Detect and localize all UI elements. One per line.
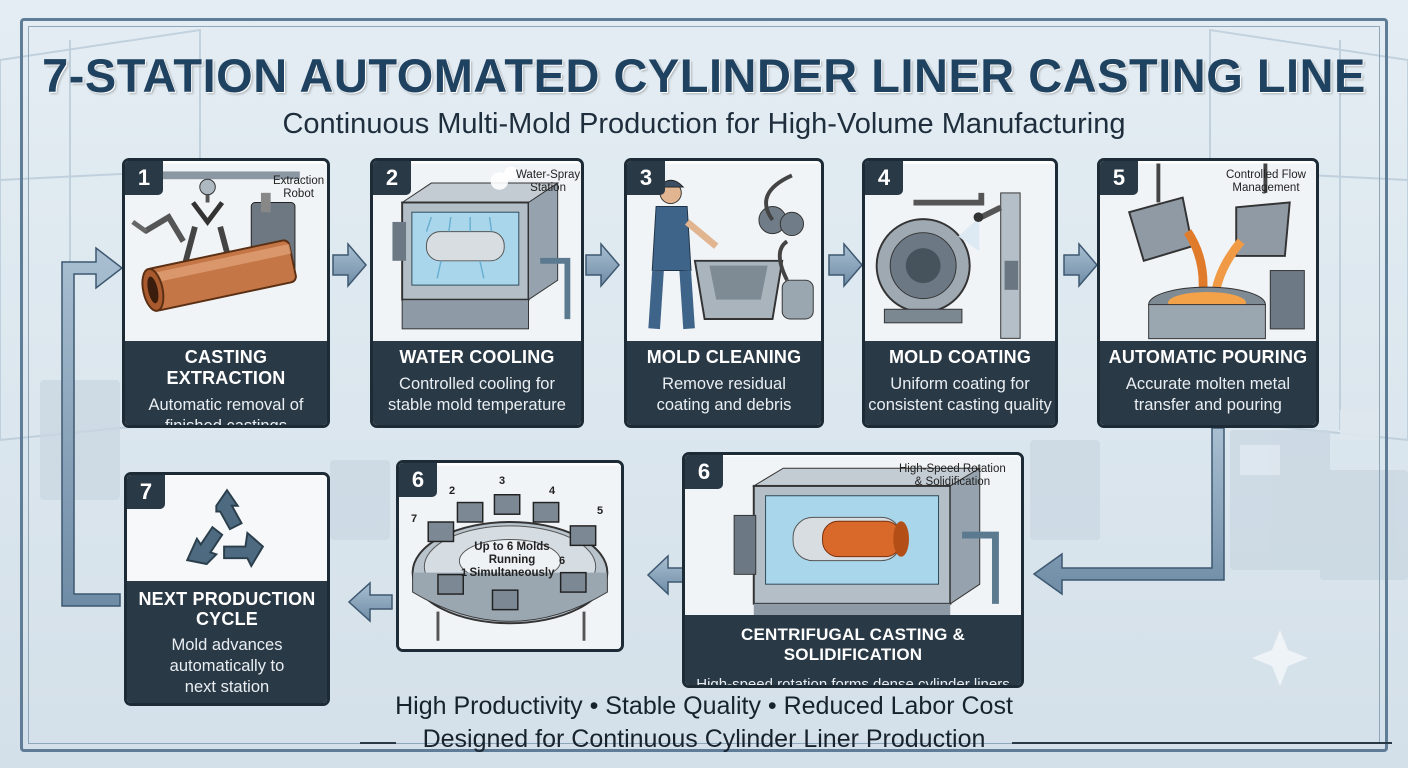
station-desc-line: High-speed rotation forms dense cylinder… — [685, 674, 1021, 688]
station-title: CENTRIFUGAL CASTING & SOLIDIFICATION — [685, 625, 1021, 665]
arrow-5-6 — [1034, 428, 1224, 594]
station-number: 6 — [685, 455, 723, 489]
station-desc-line: transfer and pouring — [1100, 395, 1316, 416]
footer-tagline: Designed for Continuous Cylinder Liner P… — [0, 725, 1408, 754]
station-footer: MOLD COATING Uniform coating for consist… — [865, 341, 1055, 425]
station-number: 3 — [627, 161, 665, 195]
station-footer: CASTING EXTRACTION Automatic removal of … — [125, 341, 327, 425]
mold-position-label: 7 — [411, 513, 417, 526]
station-title: NEXT PRODUCTION — [127, 589, 327, 609]
arrow-7-1 — [62, 248, 122, 606]
station-desc-line: Mold advances — [127, 635, 327, 656]
callout-label: High-Speed Rotation& Solidification — [899, 463, 1006, 489]
station-card-6: 6 High-Speed Rotation& Solidification CE… — [682, 452, 1024, 688]
station-footer: NEXT PRODUCTION CYCLE Mold advances auto… — [127, 581, 327, 703]
station-title: CYCLE — [127, 609, 327, 629]
station-desc-line: Uniform coating for — [865, 374, 1055, 395]
station-desc-line: consistent casting quality — [865, 395, 1055, 416]
carousel-card: 6 Up to 6 Molds Running Simultaneously 7… — [396, 460, 624, 652]
station-title: MOLD COATING — [865, 347, 1055, 368]
arrow-4-5 — [1064, 244, 1097, 286]
mold-position-label: 2 — [449, 485, 455, 498]
arrow-1-2 — [333, 244, 366, 286]
mold-position-label: 5 — [597, 505, 603, 518]
station-card-7: 7 NEXT PRODUCTION CYCLE Mold advances au… — [124, 472, 330, 706]
station-number: 5 — [1100, 161, 1138, 195]
station-desc-line: Remove residual — [627, 374, 821, 395]
arrow-2-3 — [586, 244, 619, 286]
footer-divider-right — [1012, 742, 1392, 744]
station-footer: AUTOMATIC POURING Accurate molten metal … — [1100, 341, 1316, 425]
station-desc-line: Automatic removal of — [125, 395, 327, 416]
mold-position-label: 4 — [549, 485, 555, 498]
mold-position-label: 3 — [499, 475, 505, 488]
arrow-3-4 — [829, 244, 862, 286]
station-title: WATER COOLING — [373, 347, 581, 368]
station-title: CASTING EXTRACTION — [125, 347, 327, 389]
station-desc-line: automatically to — [127, 656, 327, 677]
carousel-center-label: Up to 6 Molds Running Simultaneously — [457, 541, 567, 580]
station-desc-line: finished castings — [125, 416, 327, 428]
station-number: 4 — [865, 161, 903, 195]
station-desc-line: stable mold temperature — [373, 395, 581, 416]
station-number: 2 — [373, 161, 411, 195]
station-footer: CENTRIFUGAL CASTING & SOLIDIFICATION Hig… — [685, 615, 1021, 685]
station-card-3: 3 MOLD CLEANING Remove residual coating … — [624, 158, 824, 428]
station-desc-line: coating and debris — [627, 395, 821, 416]
footer-benefits: High Productivity • Stable Quality • Red… — [0, 692, 1408, 721]
mold-position-label: 6 — [559, 555, 565, 568]
station-footer: WATER COOLING Controlled cooling for sta… — [373, 341, 581, 425]
station-footer: MOLD CLEANING Remove residual coating an… — [627, 341, 821, 425]
mold-position-label: 1 — [461, 567, 467, 580]
arrow-6a-7 — [349, 583, 392, 621]
station-number: 1 — [125, 161, 163, 195]
station-number: 7 — [127, 475, 165, 509]
station-desc-line: Controlled cooling for — [373, 374, 581, 395]
station-card-4: 4 MOLD COATING Uniform coating for consi… — [862, 158, 1058, 428]
station-desc-line: Accurate molten metal — [1100, 374, 1316, 395]
station-number: 6 — [399, 463, 437, 497]
station-title: MOLD CLEANING — [627, 347, 821, 368]
station-title: AUTOMATIC POURING — [1100, 347, 1316, 368]
